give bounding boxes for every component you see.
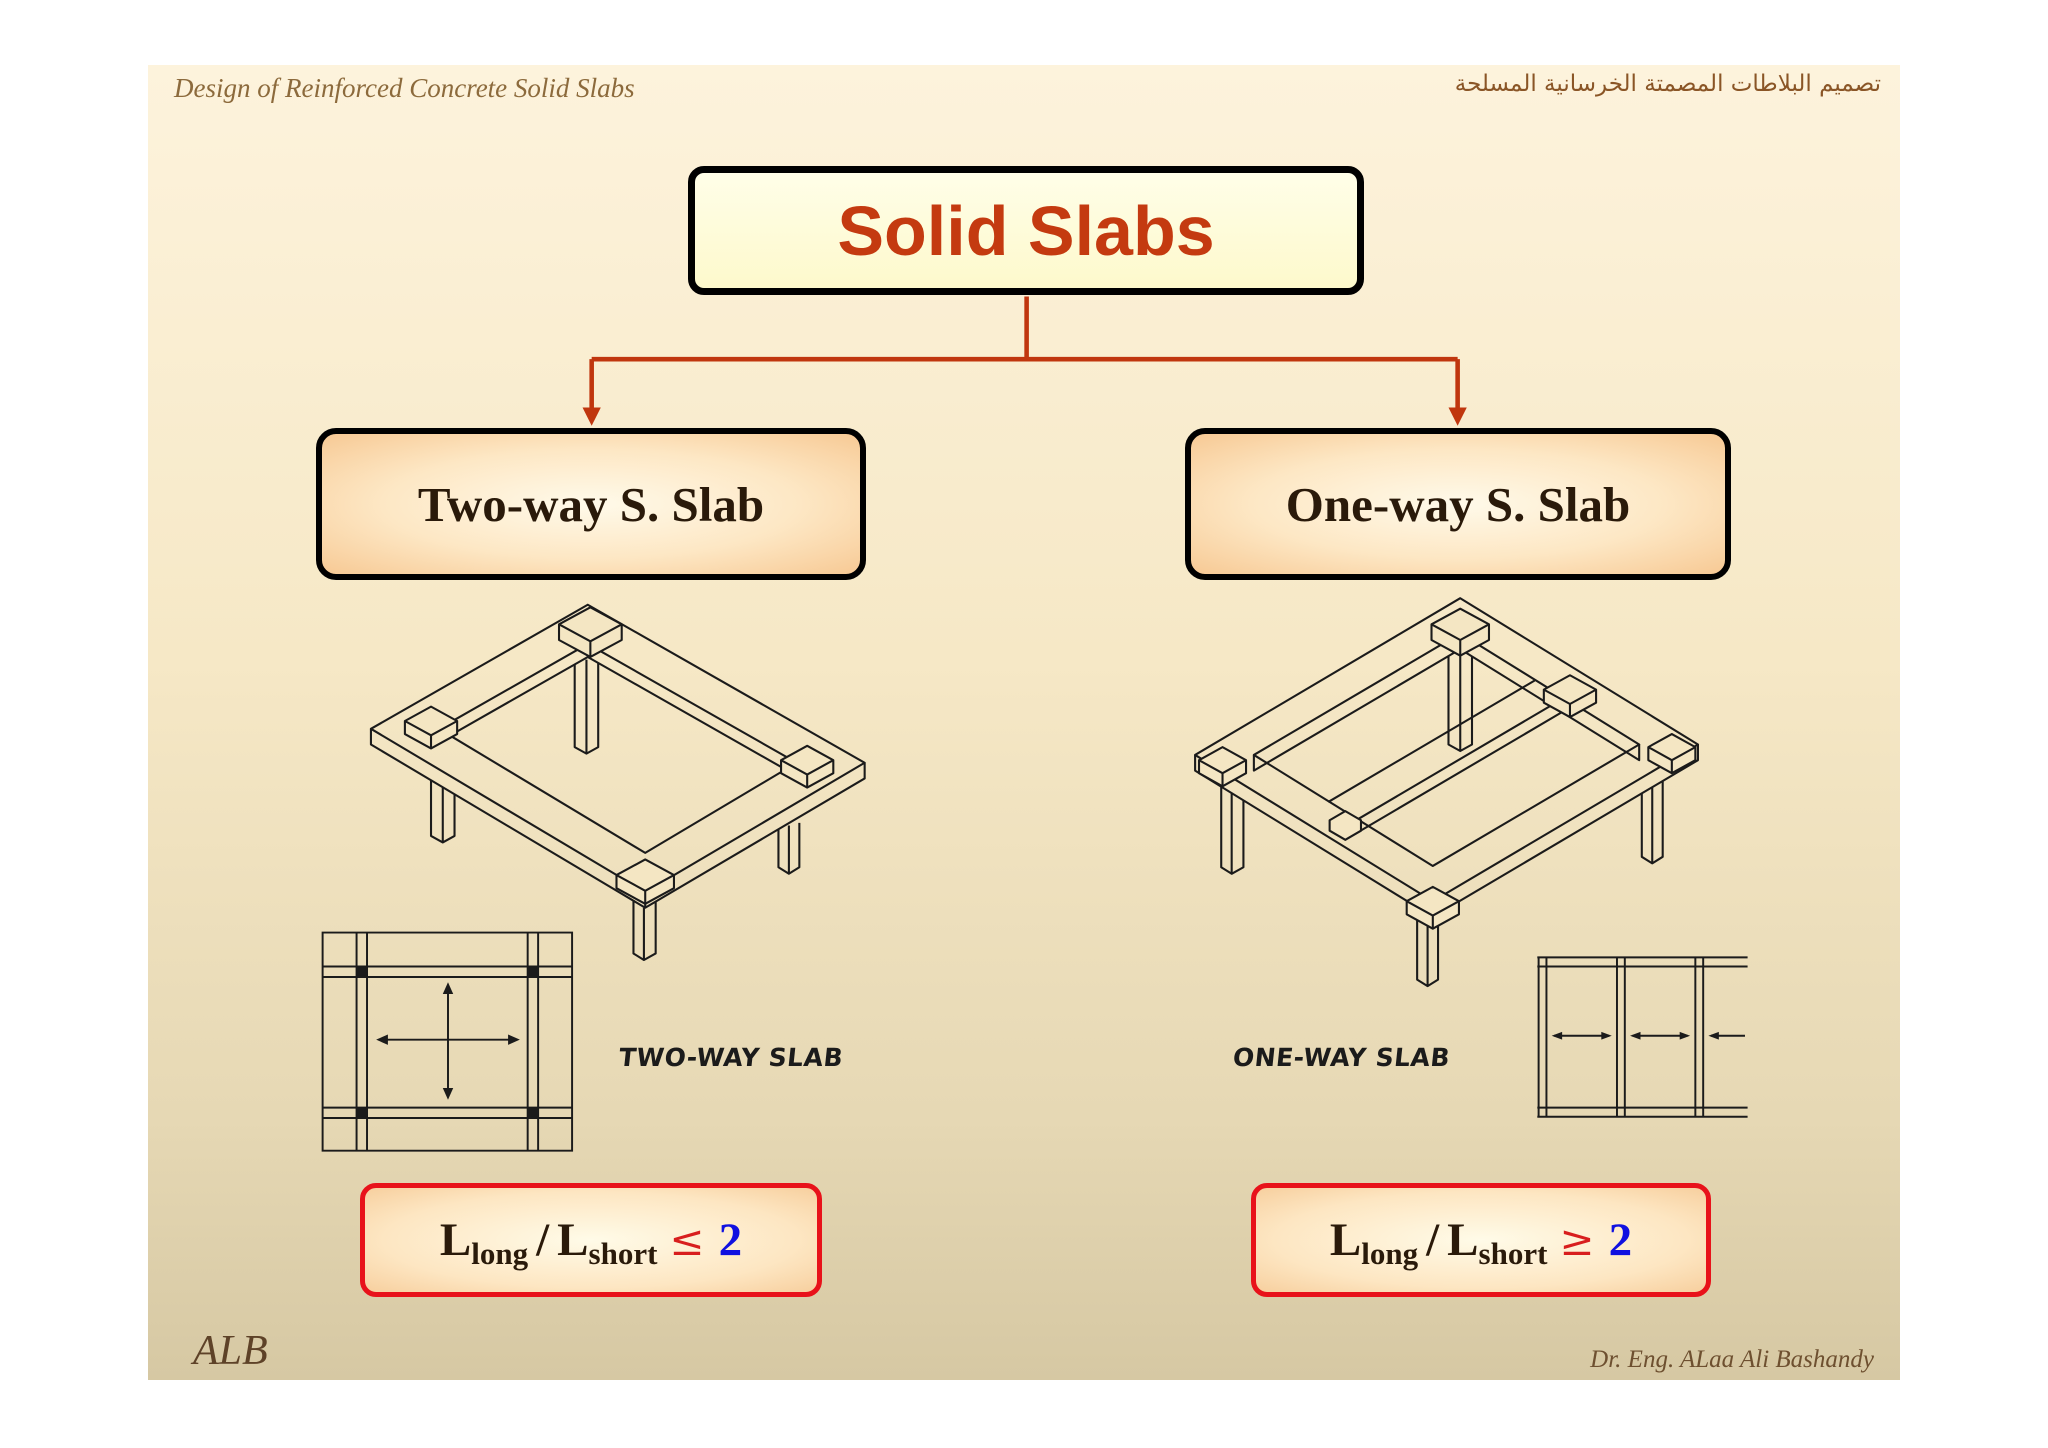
formula-value: 2 bbox=[1608, 1214, 1633, 1266]
formula-operator: ≥ bbox=[1559, 1215, 1595, 1265]
branch-title-two-way: Two-way S. Slab bbox=[417, 476, 765, 532]
formula-sub-long: long bbox=[1361, 1236, 1419, 1271]
footer-initials: ALB bbox=[193, 1328, 268, 1374]
branch-box-one-way: One-way S. Slab bbox=[1185, 428, 1731, 580]
formula-var-long: L bbox=[439, 1214, 472, 1266]
footer-author: Dr. Eng. ALaa Ali Bashandy bbox=[1590, 1346, 1874, 1373]
header-course-title-arabic: تصميم البلاطات المصمتة الخرسانية المسلحة bbox=[1454, 71, 1881, 97]
formula-value: 2 bbox=[718, 1214, 743, 1266]
formula-var-short: L bbox=[1447, 1214, 1479, 1266]
header-course-title: Design of Reinforced Concrete Solid Slab… bbox=[174, 73, 635, 103]
formula-var-short: L bbox=[557, 1214, 589, 1266]
branch-title-one-way: One-way S. Slab bbox=[1285, 476, 1631, 532]
formula-var-long: L bbox=[1329, 1214, 1362, 1266]
two-way-slab-drawing-label: TWO-WAY SLAB bbox=[617, 1043, 845, 1072]
root-box-solid-slabs: Solid Slabs bbox=[688, 166, 1364, 295]
formula-sub-short: short bbox=[1478, 1236, 1548, 1271]
formula-operator: ≤ bbox=[669, 1215, 705, 1265]
root-title: Solid Slabs bbox=[837, 191, 1215, 270]
formula-sub-short: short bbox=[588, 1236, 658, 1271]
branch-box-two-way: Two-way S. Slab bbox=[316, 428, 866, 580]
formula-separator: / bbox=[536, 1214, 550, 1266]
one-way-slab-drawing-label: ONE-WAY SLAB bbox=[1231, 1043, 1452, 1072]
formula-separator: / bbox=[1426, 1214, 1440, 1266]
formula-sub-long: long bbox=[471, 1236, 529, 1271]
